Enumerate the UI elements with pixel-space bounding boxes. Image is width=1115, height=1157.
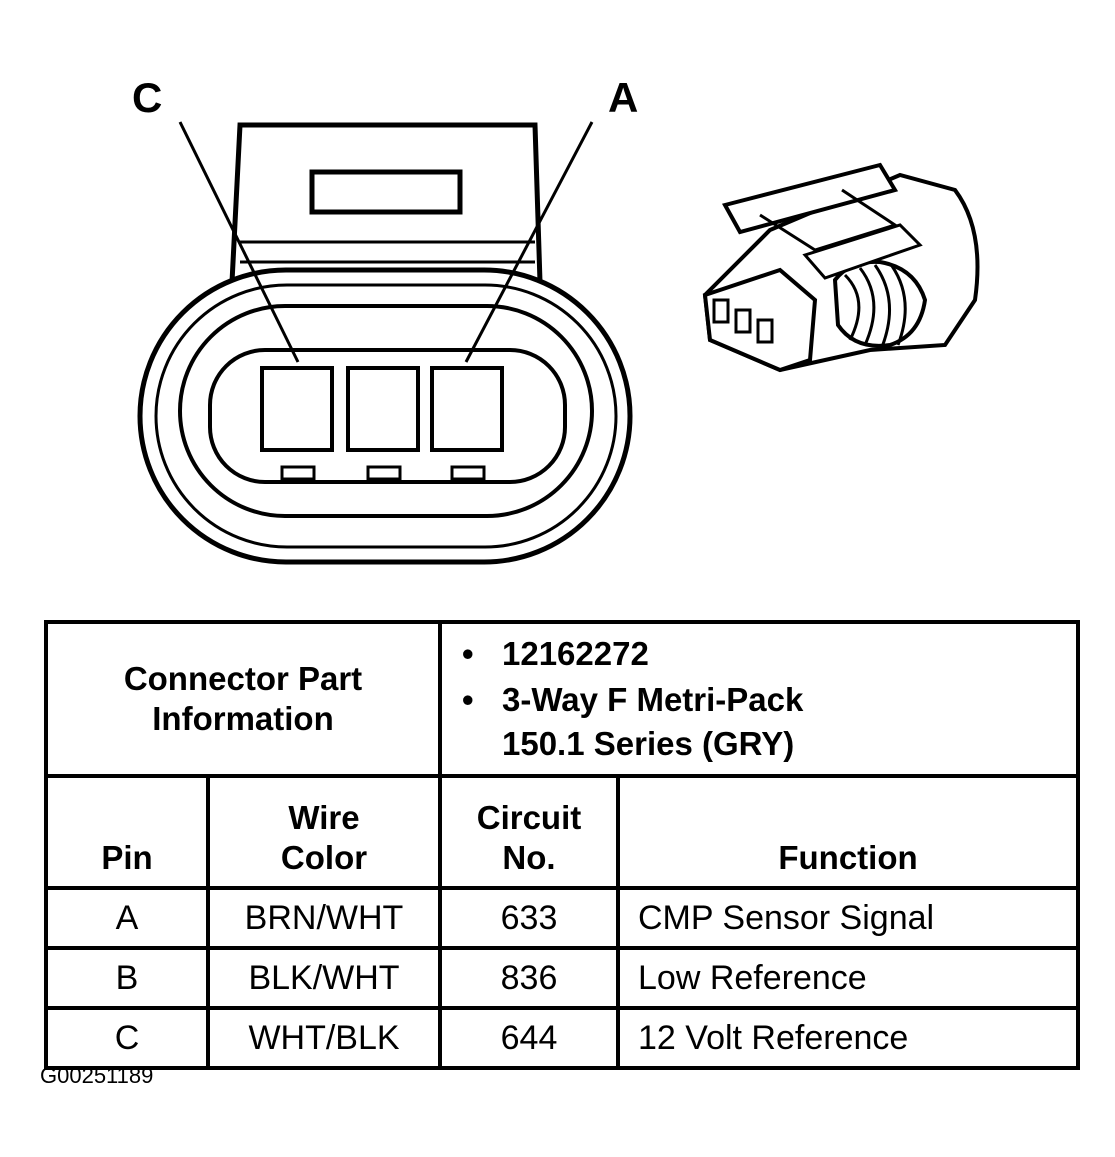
column-header-row: Pin Wire Color Circuit No. Function [44,774,1080,890]
header-function: Function [616,774,1080,890]
table-row: B BLK/WHT 836 Low Reference [44,946,1080,1010]
iso-latch [721,162,899,235]
part-number: 12162272 [462,632,1076,676]
table-row: C WHT/BLK 644 12 Volt Reference [44,1006,1080,1070]
part-info-label-cell: Connector Part Information [44,620,442,778]
latch-window [309,169,463,215]
part-description-line1: 3-Way F Metri-Pack [502,681,804,718]
wire-color-cell: WHT/BLK [206,1006,442,1070]
part-info-row: Connector Part Information 12162272 3-Wa… [44,620,1080,778]
callout-label-a: A [608,74,638,121]
pin-cell: A [44,886,210,950]
circuit-cell: 633 [438,886,620,950]
connector-shell-outer [137,267,633,565]
function-cell: 12 Volt Reference [616,1006,1080,1070]
header-wire-color: Wire Color [206,774,442,890]
pin-cell: B [44,946,210,1010]
part-info-label: Connector Part Information [123,660,363,737]
connector-diagram: C A [132,74,980,565]
header-circuit-no: Circuit No. [438,774,620,890]
circuit-cell: 836 [438,946,620,1010]
circuit-cell: 644 [438,1006,620,1070]
part-description: 3-Way F Metri-Pack 150.1 Series (GRY) [462,678,1076,766]
header-pin: Pin [44,774,210,890]
connector-cavity [208,348,567,484]
wire-color-cell: BLK/WHT [206,946,442,1010]
table-row: A BRN/WHT 633 CMP Sensor Signal [44,886,1080,950]
callout-leader-a [464,121,594,363]
pin-cell: C [44,1006,210,1070]
terminal-a [430,366,504,452]
iso-terminal-1 [712,298,730,324]
wire-color-cell: BRN/WHT [206,886,442,950]
latch-housing [229,122,543,283]
iso-terminal-2 [734,308,752,334]
callout-label-c: C [132,74,162,121]
function-cell: Low Reference [616,946,1080,1010]
function-cell: CMP Sensor Signal [616,886,1080,950]
connector-face-view [137,121,633,565]
connector-shell-ring [154,283,618,549]
connector-pin-table: Connector Part Information 12162272 3-Wa… [44,620,1080,1070]
connector-isometric-view [702,162,980,373]
connector-seal [178,304,594,518]
figure-id: G00251189 [40,1063,154,1088]
terminal-c [260,366,334,452]
part-description-line2: 150.1 Series (GRY) [502,725,795,762]
callout-leader-c [178,121,300,363]
part-info-details-cell: 12162272 3-Way F Metri-Pack 150.1 Series… [438,620,1080,778]
terminal-b [346,366,420,452]
iso-terminal-3 [756,318,774,344]
